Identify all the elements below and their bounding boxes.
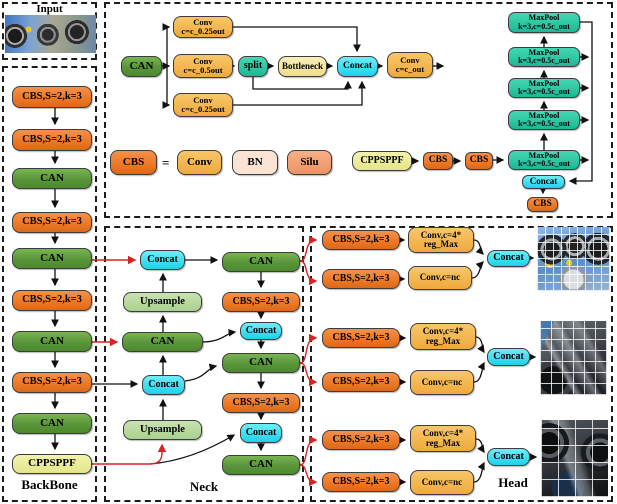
- legend-equals: =: [162, 155, 170, 170]
- neck-can-p5: CAN: [222, 455, 300, 475]
- canmodule-can: CAN: [121, 56, 162, 77]
- head3-output-feature-map: [541, 420, 608, 497]
- head3-cbs-cls: CBS,S=2,k=3: [322, 472, 400, 492]
- head1-conv-cls: Conv,c=nc: [408, 266, 472, 290]
- sppf-concat: Concat: [522, 175, 565, 189]
- neck-concat-p4: Concat: [240, 322, 282, 340]
- canmodule-conv-bottom: Conv c=c_0.25out: [173, 93, 233, 117]
- neck-cbs-down-1: CBS,S=2,k=3: [222, 292, 300, 312]
- neck-concat-mid: Concat: [142, 375, 185, 395]
- neck-panel-label: Neck: [189, 479, 219, 494]
- canmodule-bottleneck: Bottleneck: [278, 56, 327, 77]
- backbone-panel-label: BackBone: [21, 477, 78, 492]
- backbone-cbs-5: CBS,S=2,k=3: [12, 372, 92, 393]
- head2-cbs-reg: CBS,S=2,k=3: [322, 328, 400, 348]
- input-panel: [2, 2, 97, 60]
- head-panel-label: Head: [498, 475, 528, 490]
- sppf-maxpool-4: MaxPool k=3,c=0.5c_out: [508, 110, 580, 130]
- head1-cbs-reg: CBS,S=2,k=3: [322, 230, 400, 250]
- neck-can-mid: CAN: [122, 332, 203, 352]
- sppf-cbs-out: CBS: [527, 197, 558, 212]
- sppf-maxpool-1: MaxPool k=3,c=0.5c_out: [508, 12, 580, 33]
- legend-silu: Silu: [287, 150, 332, 175]
- head3-conv-reg: Conv,c=4* reg_Max: [410, 425, 476, 452]
- head2-cbs-cls: CBS,S=2,k=3: [322, 372, 400, 392]
- sppf-cbs-2: CBS: [465, 152, 493, 170]
- head3-concat: Concat: [487, 448, 530, 466]
- sppf-cbs-1: CBS: [423, 152, 453, 170]
- backbone-can-3: CAN: [12, 331, 92, 352]
- canmodule-concat: Concat: [337, 56, 378, 77]
- sppf-maxpool-5: MaxPool k=3,c=0.5c_out: [508, 150, 580, 170]
- neck-concat-p3: Concat: [140, 250, 185, 270]
- head1-conv-reg: Conv,c=4* reg_Max: [408, 227, 474, 253]
- head1-output-feature-map: [537, 227, 610, 291]
- legend-bn: BN: [232, 150, 278, 175]
- legend-conv: Conv: [177, 150, 222, 175]
- neck-can-p4: CAN: [222, 353, 300, 373]
- canmodule-conv-out: Conv c=c_out: [387, 52, 433, 78]
- head1-cbs-cls: CBS,S=2,k=3: [322, 269, 400, 289]
- neck-upsample-2: Upsample: [123, 420, 202, 440]
- canmodule-split: split: [238, 56, 268, 77]
- sppf-maxpool-3: MaxPool k=3,c=0.5c_out: [508, 78, 580, 98]
- neck-can-p3: CAN: [222, 252, 300, 272]
- head2-concat: Concat: [487, 348, 530, 366]
- backbone-cppsppf: CPPSPPF: [12, 454, 92, 474]
- canmodule-conv-top: Conv c=c_0.25out: [173, 16, 233, 38]
- head2-conv-reg: Conv,c=4* reg_Max: [410, 323, 476, 350]
- backbone-cbs-2: CBS,S=2,k=3: [12, 129, 92, 151]
- backbone-panel: [2, 66, 97, 502]
- canmodule-conv-mid: Conv c=c_0.5out: [173, 54, 233, 78]
- head2-conv-cls: Conv,c=nc: [410, 370, 474, 395]
- backbone-can-1: CAN: [12, 168, 92, 189]
- head1-concat: Concat: [487, 250, 530, 267]
- backbone-cbs-1: CBS,S=2,k=3: [12, 86, 92, 108]
- backbone-can-4: CAN: [12, 413, 92, 434]
- neck-upsample-1: Upsample: [123, 292, 202, 312]
- neck-concat-p5: Concat: [240, 423, 282, 443]
- module-detail-panel: [104, 2, 613, 218]
- head3-cbs-reg: CBS,S=2,k=3: [322, 430, 400, 450]
- head3-conv-cls: Conv,c=nc: [410, 470, 474, 495]
- input-panel-label: Input: [36, 3, 63, 15]
- sppf-maxpool-2: MaxPool k=3,c=0.5c_out: [508, 47, 580, 67]
- head2-output-feature-map: [540, 321, 607, 395]
- legend-cbs: CBS: [110, 150, 157, 175]
- neck-cbs-down-2: CBS,S=2,k=3: [222, 393, 300, 413]
- backbone-cbs-3: CBS,S=2,k=3: [12, 212, 92, 233]
- input-photo: [5, 15, 96, 53]
- backbone-cbs-4: CBS,S=2,k=3: [12, 290, 92, 311]
- sppf-cppsppf: CPPSPPF: [352, 151, 412, 171]
- backbone-can-2: CAN: [12, 248, 92, 269]
